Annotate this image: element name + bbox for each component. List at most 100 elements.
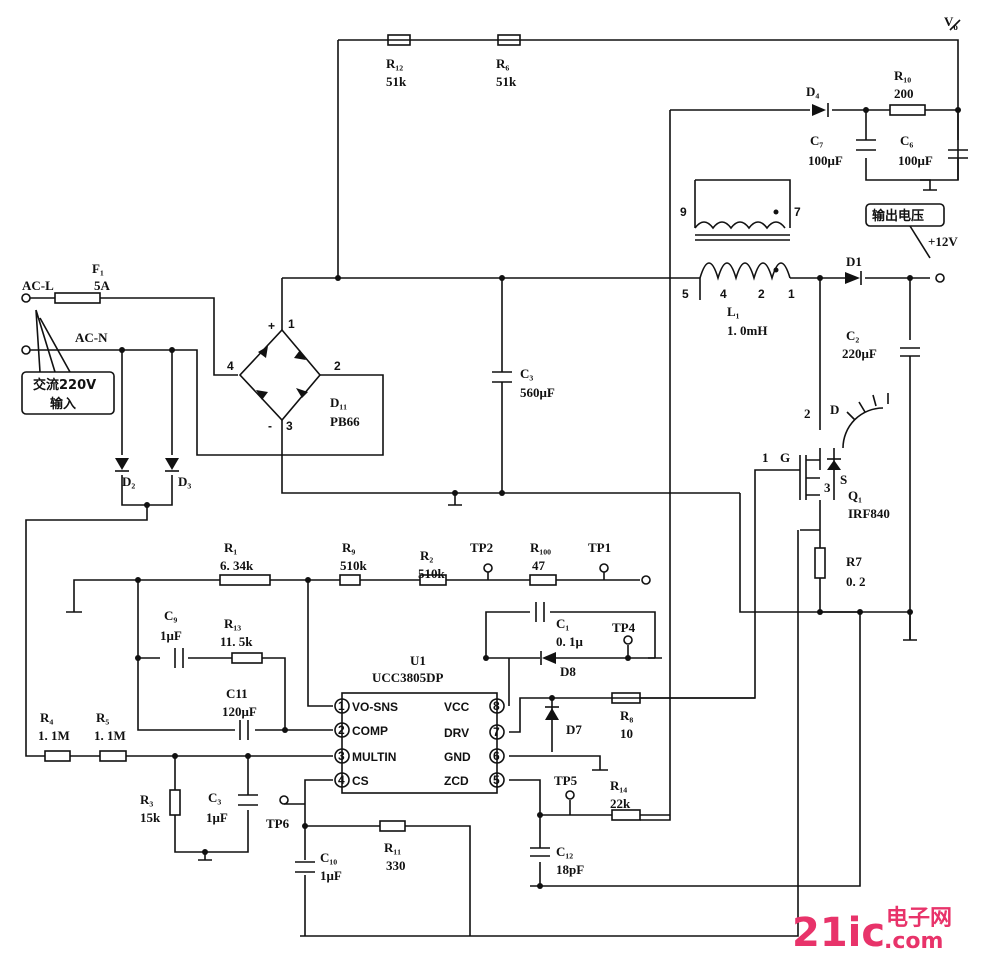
r4-body (44, 750, 71, 762)
r14-value: 22k (610, 796, 631, 811)
r5-body (99, 750, 127, 762)
ic-pin3-name: MULTIN (352, 750, 396, 764)
bridge-ref: D₁₁ (330, 395, 347, 410)
r2-value: 510k (418, 566, 446, 581)
r100-value: 47 (532, 558, 546, 573)
watermark-brand: 21ic (792, 910, 885, 956)
c12-value: 18pF (556, 862, 584, 877)
c11-ref: C11 (226, 686, 248, 701)
r10-value: 200 (894, 86, 914, 101)
c3b-plates (238, 794, 258, 806)
transformer-glyph (694, 209, 791, 281)
fuse-body (54, 292, 101, 304)
output-terminal (935, 273, 945, 283)
r12-value: 51k (386, 74, 407, 89)
r8-value: 10 (620, 726, 633, 741)
capacitor-glyphs (174, 139, 968, 873)
r1-body (219, 574, 271, 586)
ic-pin5-num: 5 (493, 773, 500, 787)
c12-ref: C₁₂ (556, 844, 573, 859)
c12-plates (530, 847, 550, 857)
mains-label-2: 输入 (50, 396, 76, 412)
c3b-value: 1μF (206, 810, 228, 825)
tp6-point (279, 795, 289, 805)
q1-part: IRF840 (848, 506, 890, 521)
c9-plates (174, 648, 184, 668)
r7-ref: R7 (846, 554, 862, 569)
c3-plates (492, 371, 512, 383)
c1-value: 0. 1μ (556, 634, 584, 649)
r11-value: 330 (386, 858, 406, 873)
c6-value: 100μF (898, 153, 933, 168)
junctions (119, 107, 961, 889)
q1-gate: G (780, 450, 790, 465)
bridge-minus: - (268, 419, 272, 433)
r9-value: 510k (340, 558, 368, 573)
bridge-pin2: 2 (334, 359, 341, 373)
c3b-ref: C₃ (208, 790, 221, 805)
c10-plates (295, 861, 315, 873)
r9-ref: R₉ (342, 540, 355, 555)
r100-ref: R₁₀₀ (530, 540, 551, 555)
u1-ref: U1 (410, 653, 426, 668)
watermark-site: 电子网 (886, 906, 952, 931)
c3-ref: C₃ (520, 366, 533, 381)
ic-pin4-num: 4 (338, 773, 345, 787)
d1-triangle (845, 272, 860, 284)
r10-body (889, 104, 926, 116)
bridge-pin1: 1 (288, 317, 295, 331)
ac-n-terminal (21, 345, 31, 355)
r3-body (169, 789, 181, 816)
mains-callout-box (21, 371, 115, 415)
ic-pin-circles (334, 698, 505, 788)
output-callout-text: 输出电压 (872, 208, 924, 224)
ic-pin3-num: 3 (338, 749, 345, 763)
watermark: 21ic 电子网 .com (792, 906, 952, 956)
r6-value: 51k (496, 74, 517, 89)
d4-label: D₄ (806, 84, 819, 99)
ic-pin7-name: DRV (444, 726, 469, 740)
c6-ref: C₆ (900, 133, 913, 148)
r6-body (497, 34, 521, 46)
ic-pin5-name: ZCD (444, 774, 469, 788)
bridge-diodes (256, 346, 308, 400)
d7-triangle (545, 708, 559, 720)
r13-value: 11. 5k (220, 634, 253, 649)
r13-body (231, 652, 263, 664)
d4-triangle (812, 104, 826, 116)
mosfet-glyph (790, 393, 889, 500)
watermark-domain: .com (884, 929, 943, 954)
l1-value: 1. 0mH (727, 323, 767, 338)
d7-label: D7 (566, 722, 582, 737)
ic-pin2-num: 2 (338, 723, 345, 737)
ic-body (341, 692, 498, 794)
c11-plates (239, 720, 249, 740)
labels: AC-L AC-N 交流220V 输入 F₁ 5A 1 2 3 4 + - D₁… (22, 14, 958, 883)
c9-value: 1μF (160, 628, 182, 643)
r7-body (814, 547, 826, 579)
r5-value: 1. 1M (94, 728, 126, 743)
resistor-glyphs (44, 34, 926, 832)
d8-label: D8 (560, 664, 576, 679)
r8-ref: R₈ (620, 708, 633, 723)
c7-value: 100μF (808, 153, 843, 168)
r1-value: 6. 34k (220, 558, 254, 573)
d2-triangle (115, 458, 129, 470)
c10-value: 1μF (320, 868, 342, 883)
wires (25, 39, 959, 937)
fuse-value: 5A (94, 278, 111, 293)
c2-plates (900, 347, 920, 357)
tp5-label: TP5 (554, 773, 578, 788)
r2-ref: R₂ (420, 548, 433, 563)
control-terminal (641, 575, 651, 585)
q1-drain: D (830, 402, 839, 417)
terminals (21, 273, 945, 805)
c9-ref: C₉ (164, 608, 177, 623)
r7-value: 0. 2 (846, 574, 866, 589)
xfmr-pin4: 4 (720, 287, 727, 301)
c2-ref: C₂ (846, 328, 859, 343)
secondary-winding (694, 221, 786, 230)
mains-label-1: 交流220V (33, 377, 96, 393)
v12-label: +12V (928, 234, 958, 249)
